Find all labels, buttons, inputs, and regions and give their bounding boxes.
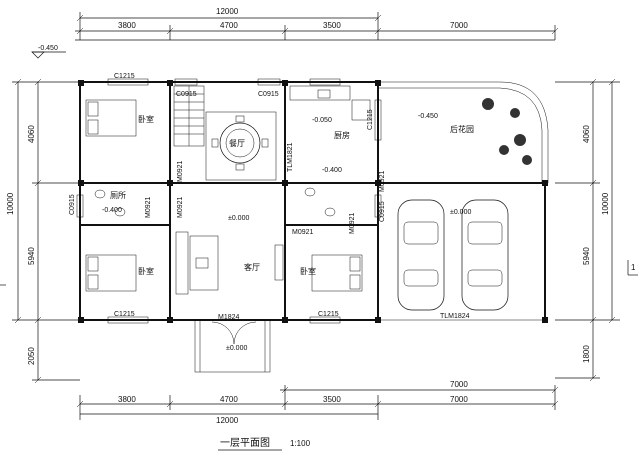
- label-m0921-bath: M0921: [177, 196, 184, 218]
- dim-top-total: 12000: [216, 7, 239, 16]
- staircase: [173, 85, 205, 147]
- label-c0915-wc: C0915: [379, 201, 386, 222]
- label-c0915-left: C0915: [69, 194, 76, 215]
- dim-bottom-seg-3: 3500: [323, 395, 341, 404]
- label-c1215-bed3: C1215: [318, 311, 339, 318]
- dim-left-1: 4060: [27, 125, 36, 143]
- bottom-dimensions: 7000 3800 4700 3500 7000 12000: [76, 380, 559, 425]
- dim-right-2: 5940: [582, 247, 591, 265]
- dim-bottom-seg-2: 4700: [220, 395, 238, 404]
- level-garden: -0.450: [418, 113, 438, 120]
- living-sofa: [175, 231, 284, 295]
- plan-title: 一层平面图: [220, 437, 270, 449]
- label-c1215-bed1: C1215: [114, 73, 135, 80]
- columns: [78, 80, 548, 323]
- level-garage: ±0.000: [450, 209, 471, 216]
- level-entry: ±0.000: [226, 345, 247, 352]
- level-kitchen: -0.050: [312, 117, 332, 124]
- bed-1: [85, 99, 137, 137]
- top-dimensions: 12000 3800 4700 3500 7000: [75, 7, 559, 41]
- bath-fixtures: [94, 187, 336, 217]
- label-m1824: M1824: [218, 314, 240, 321]
- label-m0921-dining: M0921: [177, 160, 184, 182]
- garden-plants: [482, 98, 532, 165]
- dim-bottom-right-upper: 7000: [450, 380, 468, 389]
- room-dining: 餐厅: [229, 139, 245, 148]
- svg-text:-0.450: -0.450: [38, 45, 58, 52]
- left-dimensions: 10000 4060 5940 2050: [6, 78, 80, 384]
- dim-bottom-seg-1: 3800: [118, 395, 136, 404]
- room-bath: 厕所: [110, 190, 126, 200]
- room-bed3: 卧室: [300, 266, 316, 276]
- label-c0915-b: C0915: [258, 91, 279, 98]
- plan-scale: 1:100: [290, 439, 311, 448]
- label-c1215-bed2: C1215: [114, 311, 135, 318]
- dim-right-3: 1800: [582, 345, 591, 363]
- room-garden: 后花园: [450, 124, 474, 134]
- dim-right-total: 10000: [601, 192, 610, 215]
- room-living: 客厅: [244, 262, 260, 272]
- dim-right-1: 4060: [582, 125, 591, 143]
- garage-cars: [397, 199, 509, 311]
- label-m0921-wc: M0921: [379, 170, 386, 192]
- dim-left-2: 5940: [27, 247, 36, 265]
- dim-top-seg-2: 4700: [220, 21, 238, 30]
- dining-table: [205, 111, 277, 181]
- dim-left-total: 10000: [6, 192, 15, 215]
- level-mark-outside: -0.450: [31, 45, 66, 59]
- bed-3: [311, 254, 363, 292]
- dim-bottom-seg-4: 7000: [450, 395, 468, 404]
- label-m0921-kitchen: M0921: [349, 212, 356, 234]
- section-mark: 1: [631, 263, 636, 272]
- entry-steps: [194, 319, 271, 373]
- label-c0915-a: C0915: [176, 91, 197, 98]
- label-m0921-wc2: M0921: [292, 229, 314, 236]
- dim-bottom-total: 12000: [216, 416, 239, 425]
- kitchen-fixtures: [289, 85, 371, 121]
- room-bed1: 卧室: [138, 114, 154, 124]
- right-dimensions: 4060 5940 1800 10000 1: [0, 78, 638, 382]
- level-bath-left: -0.400: [102, 207, 122, 214]
- level-wc: -0.400: [322, 167, 342, 174]
- level-living: ±0.000: [228, 215, 249, 222]
- bed-2: [85, 254, 137, 292]
- dim-left-3: 2050: [27, 347, 36, 365]
- room-bed2: 卧室: [138, 266, 154, 276]
- dim-top-seg-1: 3800: [118, 21, 136, 30]
- label-m0921-hall: M0921: [145, 196, 152, 218]
- label-tlm1821: TLM1821: [287, 142, 294, 172]
- label-c1215-kitchen: C1215: [367, 109, 374, 130]
- dim-top-seg-4: 7000: [450, 21, 468, 30]
- label-tlm1824: TLM1824: [440, 313, 470, 320]
- dim-top-seg-3: 3500: [323, 21, 341, 30]
- windows: [76, 78, 382, 324]
- room-kitchen: 厨房: [334, 130, 350, 140]
